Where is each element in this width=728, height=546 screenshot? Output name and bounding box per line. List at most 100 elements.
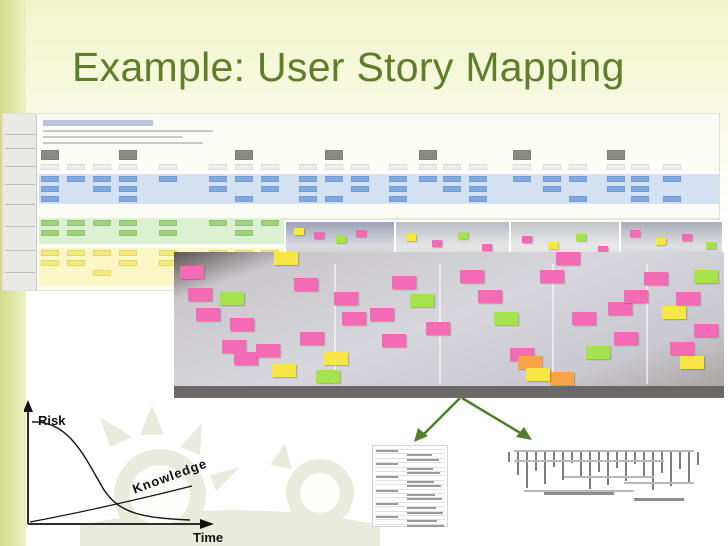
story-card — [389, 176, 407, 182]
story-card — [93, 176, 111, 182]
story-card — [663, 196, 681, 202]
sticky-note — [324, 352, 348, 365]
story-card — [159, 230, 177, 236]
story-card — [351, 176, 369, 182]
story-card — [607, 164, 625, 170]
arrow-to-list-printout — [421, 397, 461, 437]
story-card — [67, 220, 85, 226]
risk-axis-label: Risk — [38, 413, 66, 428]
story-card — [261, 186, 279, 192]
sticky-note — [272, 364, 296, 377]
arrow-to-timeline-printout — [461, 396, 523, 436]
sticky-note — [598, 246, 608, 253]
story-card — [235, 196, 253, 202]
story-card — [119, 150, 137, 160]
story-card — [443, 186, 461, 192]
story-card — [41, 186, 59, 192]
sticky-note — [334, 292, 358, 305]
sticky-note — [576, 234, 586, 241]
story-list-printout — [372, 445, 448, 527]
sticky-note — [294, 228, 304, 235]
story-card — [513, 176, 531, 182]
story-card — [119, 196, 137, 202]
story-card — [119, 164, 137, 170]
sticky-note — [494, 312, 518, 325]
story-card — [41, 220, 59, 226]
story-card — [159, 164, 177, 170]
sticky-note — [676, 292, 700, 305]
story-card — [67, 250, 85, 256]
sticky-note — [336, 236, 346, 243]
story-card — [663, 164, 681, 170]
output-arrows — [414, 396, 532, 442]
sticky-note — [478, 290, 502, 303]
story-card — [543, 176, 561, 182]
story-card — [159, 220, 177, 226]
sticky-note — [572, 312, 596, 325]
story-card — [663, 176, 681, 182]
story-card — [41, 176, 59, 182]
sticky-note — [314, 232, 324, 239]
story-card — [325, 176, 343, 182]
story-card — [159, 176, 177, 182]
sticky-note — [342, 312, 366, 325]
watermark-logo — [80, 405, 380, 546]
story-card — [235, 150, 253, 160]
story-card — [119, 250, 137, 256]
sticky-note — [432, 240, 442, 247]
story-card — [443, 176, 461, 182]
story-card — [631, 196, 649, 202]
sticky-note — [680, 356, 704, 369]
story-card — [41, 250, 59, 256]
story-card — [93, 164, 111, 170]
sticky-note — [706, 242, 716, 249]
sticky-note — [614, 332, 638, 345]
sticky-note — [662, 306, 686, 319]
story-card — [67, 230, 85, 236]
sticky-note — [518, 356, 542, 369]
sticky-note — [522, 236, 532, 243]
story-card — [469, 196, 487, 202]
story-map-heading — [43, 120, 153, 126]
story-card — [607, 150, 625, 160]
story-card — [119, 186, 137, 192]
risk-curve — [31, 421, 191, 521]
story-card — [469, 176, 487, 182]
story-card — [93, 186, 111, 192]
physical-wall-photo — [174, 252, 724, 398]
story-card — [607, 176, 625, 182]
sticky-note — [188, 288, 212, 301]
wall-floor — [174, 386, 724, 398]
story-card — [469, 186, 487, 192]
sticky-note — [230, 318, 254, 331]
story-card — [119, 176, 137, 182]
risk-knowledge-graph — [24, 400, 214, 529]
story-card — [41, 164, 59, 170]
story-card — [569, 196, 587, 202]
sticky-note — [180, 266, 204, 279]
story-card — [299, 186, 317, 192]
sticky-note — [548, 242, 558, 249]
story-card — [389, 186, 407, 192]
story-card — [631, 186, 649, 192]
story-card — [209, 176, 227, 182]
story-card — [119, 260, 137, 266]
story-card — [631, 164, 649, 170]
story-card — [119, 220, 137, 226]
story-card — [419, 176, 437, 182]
sticky-note — [482, 244, 492, 251]
sticky-note — [256, 344, 280, 357]
story-card — [389, 164, 407, 170]
story-card — [235, 220, 253, 226]
story-map-sidebar — [3, 114, 37, 290]
story-card — [209, 164, 227, 170]
story-card — [513, 164, 531, 170]
story-card — [299, 176, 317, 182]
story-card — [389, 196, 407, 202]
story-card — [543, 186, 561, 192]
story-timeline-printout — [504, 446, 704, 506]
story-card — [41, 230, 59, 236]
story-card — [41, 150, 59, 160]
story-card — [209, 186, 227, 192]
sticky-note — [458, 232, 468, 239]
